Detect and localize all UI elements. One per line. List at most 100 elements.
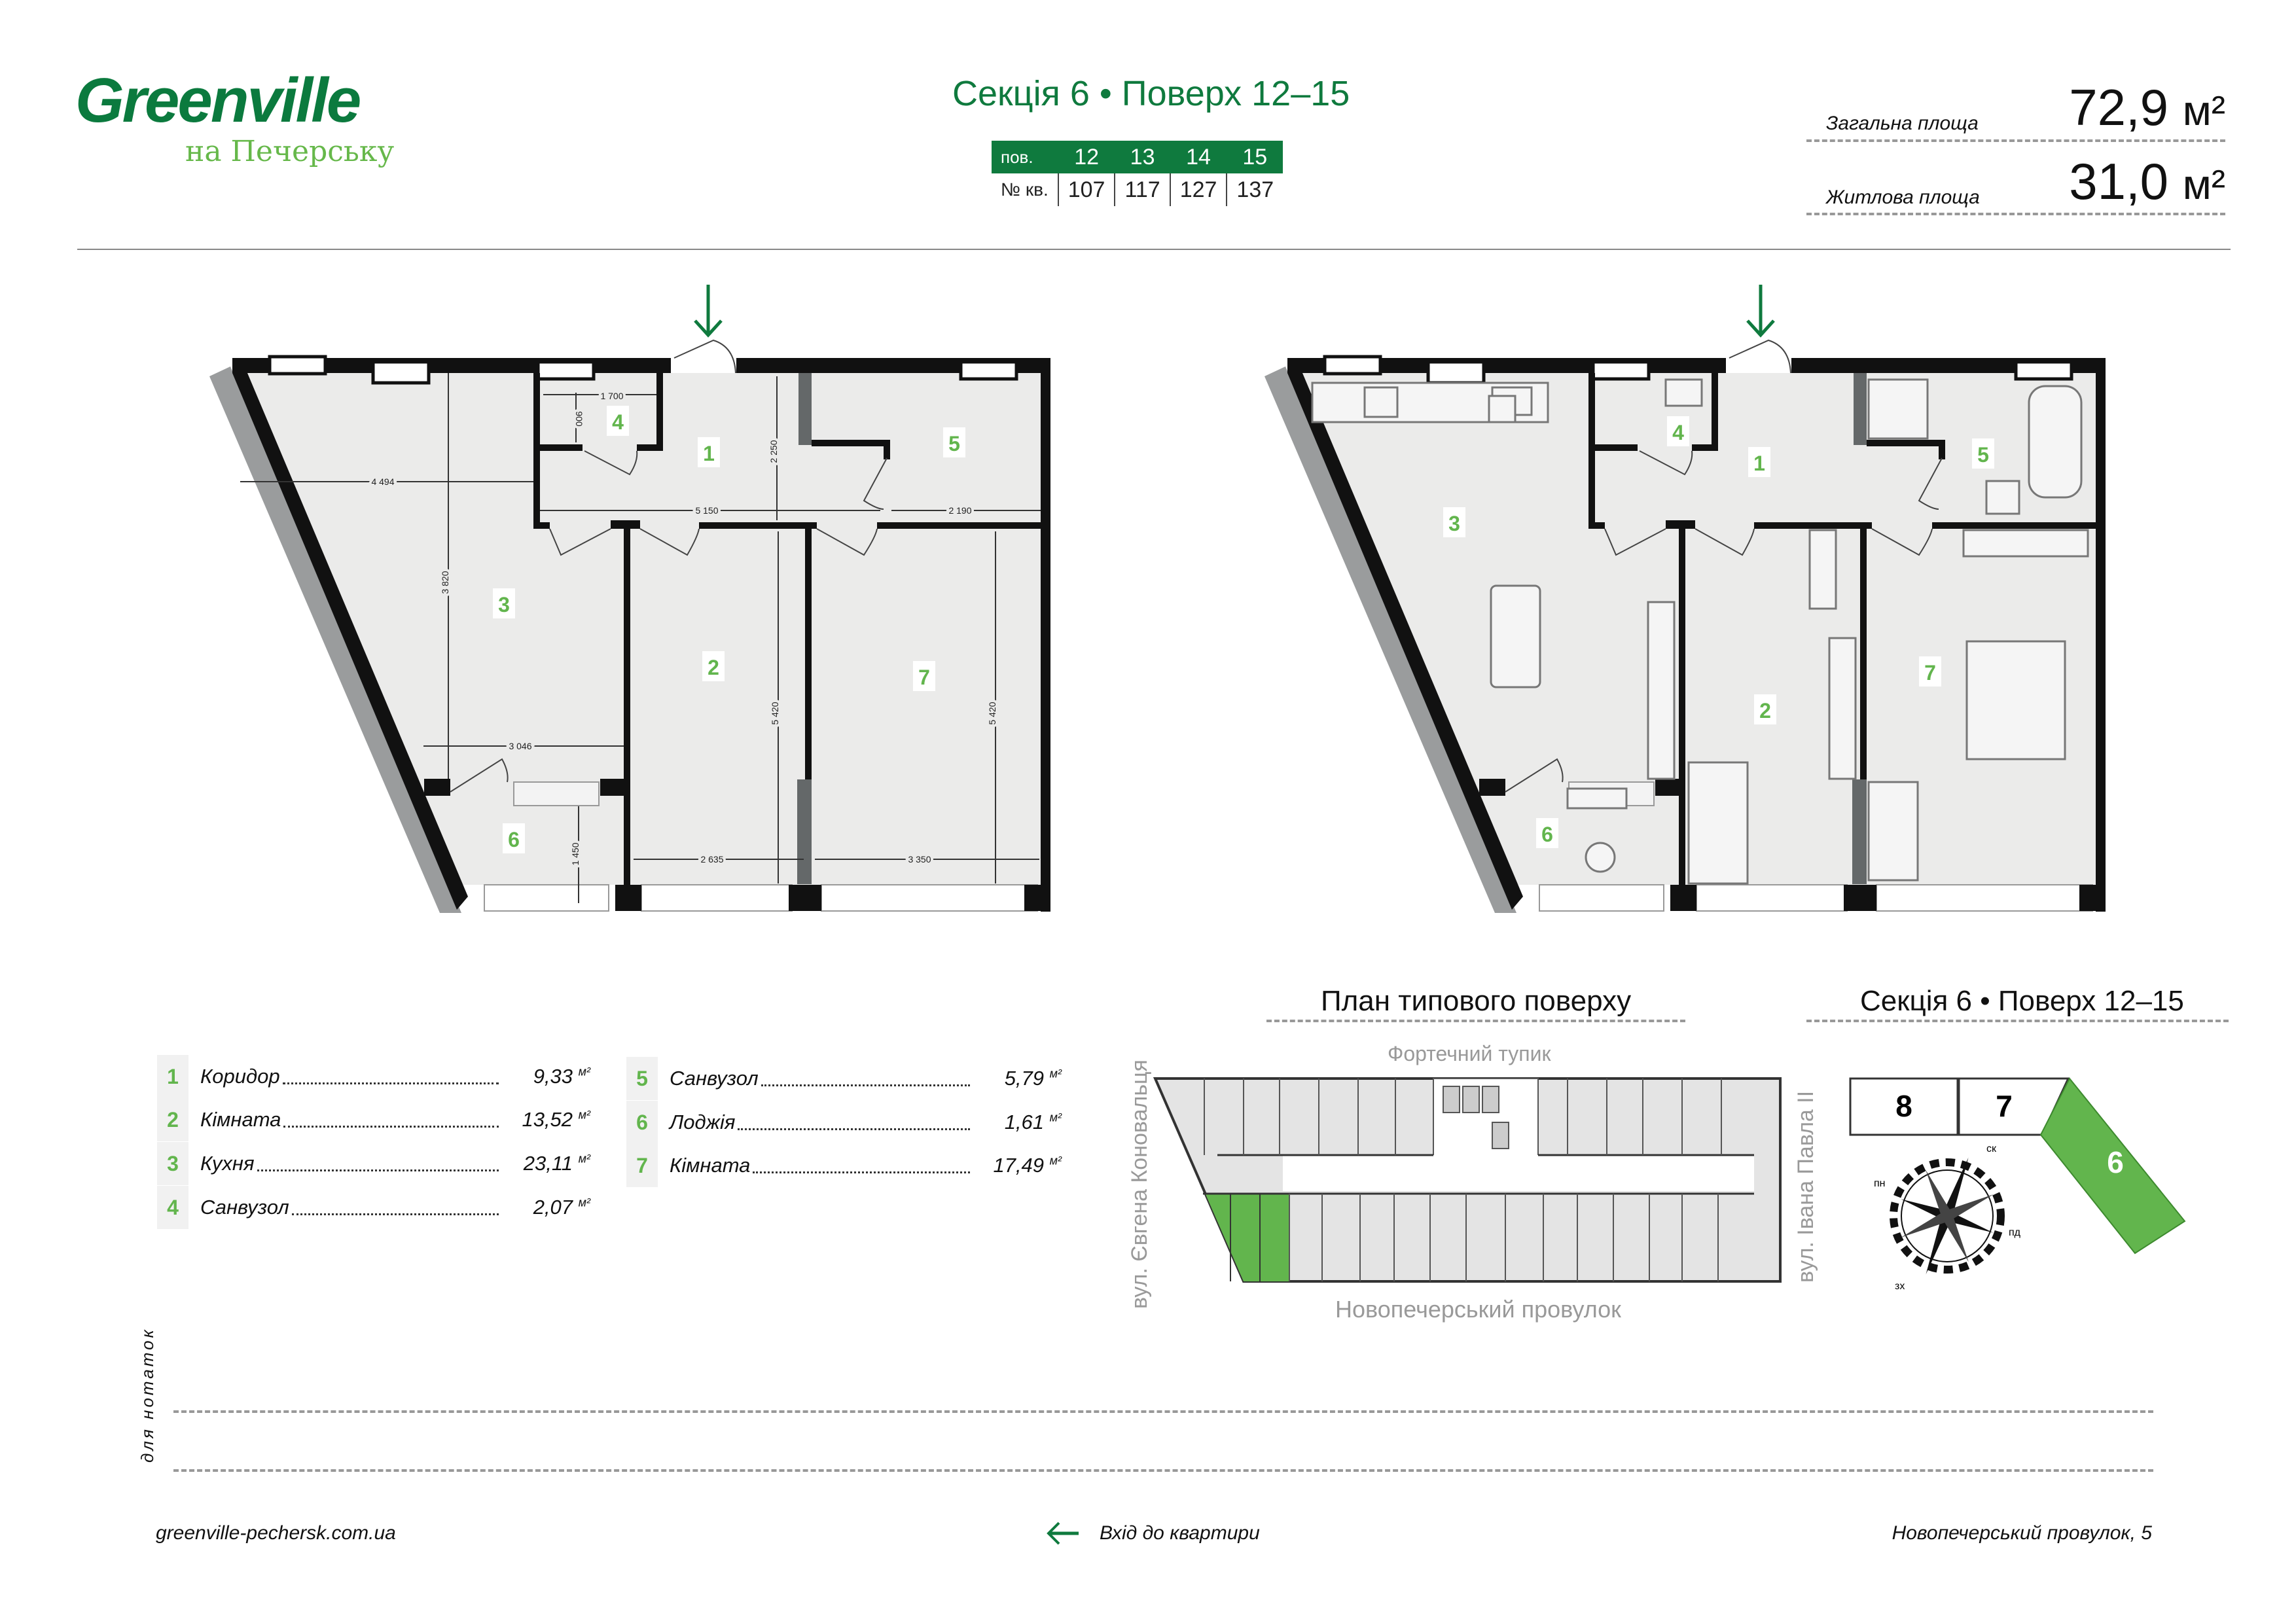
area-number: 2,07 (533, 1196, 573, 1219)
shower-icon (1867, 378, 1929, 440)
wardrobe (1828, 637, 1857, 780)
room-number: 5 (626, 1057, 658, 1100)
room-number: 1 (157, 1055, 188, 1098)
room-number: 6 (1541, 823, 1553, 846)
room-number: 2 (157, 1098, 188, 1141)
dimension-label: 2 190 (948, 505, 971, 516)
section-8: 8 (1849, 1077, 1959, 1136)
dimension-label: 1 450 (570, 842, 581, 865)
section-7: 7 (1958, 1077, 2070, 1136)
wardrobe (1962, 529, 2089, 558)
sofa (1808, 529, 1837, 610)
address: Новопечерський провулок, 5 (1892, 1522, 2152, 1544)
bed (1965, 640, 2066, 760)
divider (1806, 139, 2225, 142)
apartment-label: № кв. (1001, 179, 1049, 200)
area-number: 13,52 (522, 1108, 573, 1131)
loggia-table (1585, 842, 1616, 873)
room-number: 7 (1924, 661, 1936, 685)
arrow-left-icon (1047, 1522, 1079, 1545)
room-number: 7 (918, 666, 930, 689)
notes-label: для нотаток (137, 1327, 157, 1463)
room-area: 23,11 м² (505, 1152, 590, 1175)
room-number: 1 (703, 442, 715, 465)
apartment-plans: 1 700 900 2 250 4 494 5 150 2 190 3 820 … (0, 285, 2296, 949)
room-area: 13,52 м² (505, 1108, 590, 1132)
room-number: 7 (626, 1144, 658, 1187)
compass-label: зх (1895, 1281, 1905, 1292)
compass-label: ск (1986, 1143, 1997, 1154)
area-number: 17,49 (993, 1154, 1045, 1177)
floor-cell: 12 (1058, 141, 1115, 173)
dimension-plan: 1 700 900 2 250 4 494 5 150 2 190 3 820 … (209, 285, 1050, 913)
area-unit: м² (578, 1152, 590, 1166)
dimension-label: 3 350 (908, 854, 931, 865)
street-top: Фортечний тупик (1388, 1042, 1551, 1065)
toilet-icon (1488, 395, 1516, 423)
room-number: 1 (1753, 452, 1765, 475)
area-number: 5,79 (1004, 1067, 1045, 1090)
room-number: 3 (157, 1142, 188, 1185)
apartment-cell: 117 (1114, 173, 1170, 206)
room-number: 3 (1448, 512, 1460, 535)
street-left: вул. Євгена Коновальця (1127, 1060, 1152, 1309)
living-area-value: 31,0 м² (2022, 152, 2225, 213)
dimension-label: 5 150 (695, 505, 718, 516)
living-area-number: 31,0 (2069, 152, 2169, 210)
divider (1806, 213, 2225, 215)
dimension-label: 2 250 (768, 440, 779, 463)
total-area-label: Загальна площа (1826, 113, 1979, 134)
room-number: 4 (612, 410, 624, 434)
dimension-label: 5 420 (770, 702, 780, 724)
room-number: 6 (626, 1101, 658, 1144)
floor-cell: 13 (1115, 141, 1170, 173)
entrance-arrow-icon (694, 285, 723, 338)
floors-table: пов. 12 13 14 15 № кв. 107 117 127 137 (992, 141, 1283, 206)
dining-table (1490, 584, 1541, 688)
floor-cell: 15 (1227, 141, 1283, 173)
notes-line[interactable] (173, 1410, 2153, 1413)
room-name: Санвузол (200, 1196, 289, 1219)
area-number: 23,11 (523, 1152, 573, 1175)
total-area-unit: м² (2182, 87, 2225, 134)
shelf (1647, 601, 1676, 780)
section-title: Секція 6 • Поверх 12–15 (1860, 985, 2184, 1017)
section-map: 8 7 6 ск пн пд зх (1849, 1077, 2186, 1292)
room-number: 2 (708, 656, 719, 679)
floor-cell: 14 (1170, 141, 1227, 173)
typical-floor-plan (1153, 1077, 1782, 1283)
apartment-cell: 107 (1057, 173, 1115, 206)
area-number: 1,61 (1004, 1111, 1045, 1133)
divider (1806, 1020, 2229, 1022)
total-area-value: 72,9 м² (2022, 79, 2225, 139)
dimension-label: 900 (574, 411, 584, 427)
living-area-label: Житлова площа (1826, 187, 1980, 208)
room-name: Коридор (200, 1065, 280, 1088)
section-6-active: 6 (2039, 1077, 2186, 1255)
notes-line[interactable] (173, 1469, 2153, 1472)
room-number: 5 (1977, 443, 1989, 467)
room-list-item: 6 Лоджія 1,61 м² (626, 1101, 1062, 1144)
room-name: Лоджія (670, 1111, 736, 1133)
bathtub-icon (2028, 385, 2083, 499)
dimension-label: 5 420 (987, 702, 997, 724)
divider (1266, 1020, 1685, 1022)
room-area: 17,49 м² (977, 1154, 1062, 1177)
floor-plan-title: План типового поверху (1321, 985, 1632, 1017)
living-area-unit: м² (2182, 161, 2225, 208)
area-unit: м² (1049, 1154, 1062, 1168)
website-link[interactable]: greenville-pechersk.com.ua (156, 1522, 396, 1544)
area-unit: м² (1049, 1111, 1062, 1124)
room-area: 5,79 м² (977, 1067, 1062, 1090)
loggia-bench (1566, 787, 1628, 810)
room-area: 1,61 м² (977, 1111, 1062, 1134)
room-area: 2,07 м² (505, 1196, 590, 1219)
section-label: 6 (2107, 1145, 2124, 1179)
washer-icon (1985, 480, 2020, 515)
